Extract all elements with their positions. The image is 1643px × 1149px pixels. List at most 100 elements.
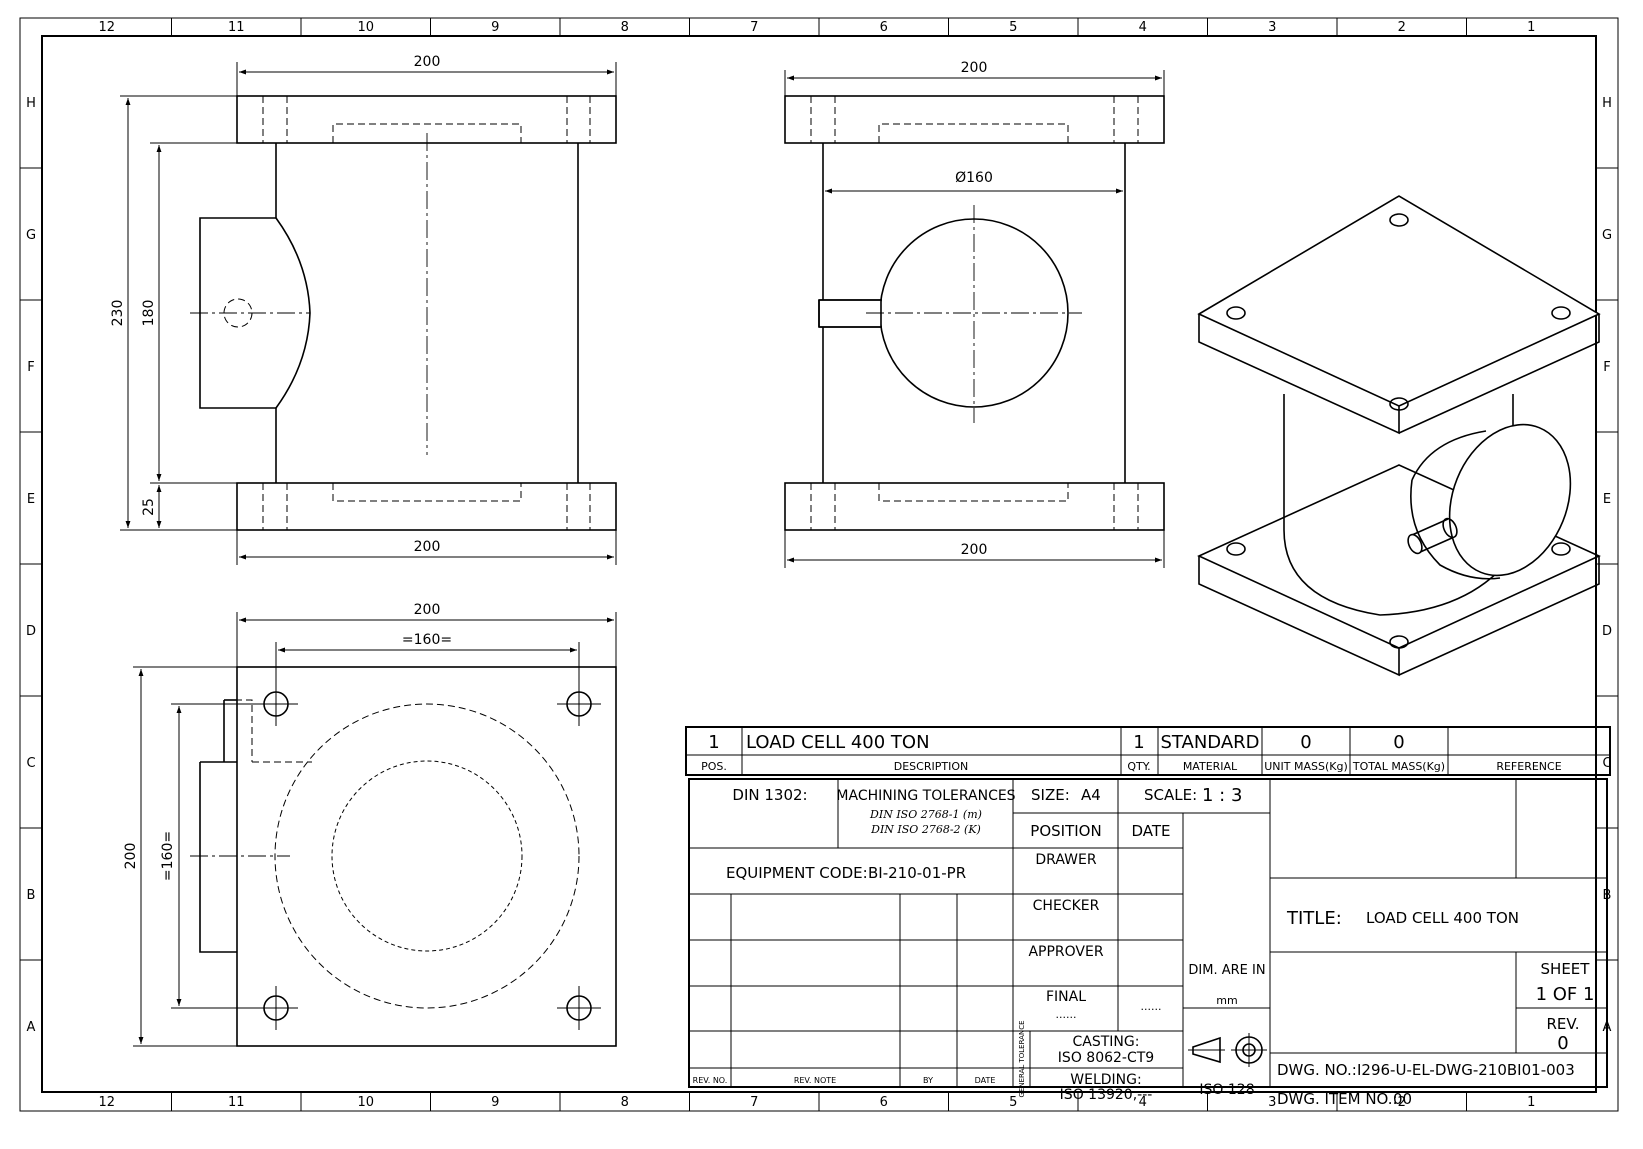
zone-column-label: 11 [228, 20, 245, 35]
zone-column-label: 9 [491, 1095, 499, 1110]
zone-column-label: 7 [750, 20, 758, 35]
zone-row-label: F [1603, 360, 1610, 375]
parts-header-qty: QTY. [1127, 760, 1150, 773]
dim-plan-hole-spacing-y: =160= [160, 831, 176, 881]
zone-row-label: H [1602, 96, 1612, 111]
zone-row-label: C [1602, 756, 1611, 771]
dim-front-top-width: 200 [414, 54, 441, 70]
dim-side-diameter: Ø160 [955, 170, 993, 186]
isometric-view [1197, 195, 1601, 677]
dim-plan-hole-spacing-x: =160= [402, 632, 452, 648]
tb-sheet-value: 1 OF 1 [1536, 984, 1595, 1005]
tb-rev-no: REV. NO. [693, 1076, 728, 1085]
zone-row-label: G [26, 228, 36, 243]
tb-sheet-label: SHEET [1541, 960, 1591, 978]
tb-casting-label: CASTING: [1073, 1034, 1140, 1050]
parts-pos-value: 1 [708, 732, 719, 753]
tb-tolerance-1: DIN ISO 2768-1 (m) [869, 808, 982, 821]
zone-column-label: 8 [621, 1095, 629, 1110]
tb-approver: APPROVER [1028, 944, 1103, 960]
zone-column-label: 3 [1268, 20, 1276, 35]
zone-column-label: 12 [98, 1095, 115, 1110]
tb-welding: ISO 13920,--- [1060, 1087, 1153, 1103]
iso-bolt-holes [1226, 213, 1571, 649]
zone-row-label: H [26, 96, 36, 111]
dim-side-top-width: 200 [961, 60, 988, 76]
tb-dwg-no: I296-U-EL-DWG-210BI01-003 [1357, 1061, 1575, 1079]
plan-view: 200 =160= 200 =160= [123, 602, 617, 1047]
parts-qty-value: 1 [1133, 732, 1144, 753]
zone-column-label: 11 [228, 1095, 245, 1110]
tb-scale-value: 1 : 3 [1202, 785, 1242, 806]
zone-column-label: 12 [98, 20, 115, 35]
tb-rev-note: REV. NOTE [794, 1076, 836, 1085]
zone-column-label: 7 [750, 1095, 758, 1110]
zone-column-label: 6 [880, 1095, 888, 1110]
tb-size-label: SIZE: [1031, 786, 1070, 804]
tb-title-label: TITLE: [1286, 908, 1342, 929]
zone-column-label: 5 [1009, 1095, 1017, 1110]
parts-header-total-mass: TOTAL MASS(Kg) [1352, 760, 1445, 773]
tb-tolerance-2: DIN ISO 2768-2 (K) [870, 823, 981, 836]
zone-row-label: E [27, 492, 35, 507]
tb-dwg-item-label: DWG. ITEM NO.: [1277, 1090, 1398, 1108]
first-angle-projection-icon [1188, 1033, 1267, 1067]
tb-machining-tolerances: MACHINING TOLERANCES [836, 788, 1015, 804]
zone-column-label: 3 [1268, 1095, 1276, 1110]
zone-row-label: D [26, 624, 36, 639]
zone-column-label: 4 [1139, 20, 1147, 35]
tb-final-date-dots: ...... [1141, 1000, 1162, 1013]
tb-equipment-code-label: EQUIPMENT CODE: [726, 864, 868, 882]
zone-row-label: G [1602, 228, 1612, 243]
tb-size-value: A4 [1081, 786, 1101, 804]
zone-column-label: 2 [1398, 1095, 1406, 1110]
zone-column-label: 1 [1527, 1095, 1535, 1110]
zone-grid-ticks [20, 18, 1618, 1111]
tb-scale-label: SCALE: [1144, 786, 1197, 804]
tb-dwg-item: 00 [1393, 1090, 1412, 1108]
tb-rev-value: 0 [1557, 1033, 1568, 1054]
tb-dim-unit: mm [1216, 994, 1237, 1007]
tb-by: BY [923, 1076, 933, 1085]
tb-general-tolerance: GENERAL TOLERANCE [1018, 1020, 1026, 1097]
zone-column-label: 10 [357, 1095, 374, 1110]
tb-position: POSITION [1030, 822, 1101, 840]
front-view: 200 200 230 180 25 [110, 54, 617, 565]
tb-checker: CHECKER [1033, 898, 1100, 914]
side-view: 200 Ø160 200 [784, 60, 1165, 568]
dim-front-bottom-width: 200 [414, 539, 441, 555]
tb-rev-date: DATE [975, 1076, 996, 1085]
tb-equipment-code: BI-210-01-PR [868, 864, 966, 882]
parts-header-material: MATERIAL [1183, 760, 1238, 773]
plan-bolt-holes [254, 682, 601, 1030]
zone-column-label: 10 [357, 20, 374, 35]
dim-front-overall-height: 230 [110, 300, 126, 327]
parts-header-unit-mass: UNIT MASS(Kg) [1264, 760, 1348, 773]
zone-column-label: 5 [1009, 20, 1017, 35]
tb-rev-label: REV. [1547, 1015, 1580, 1033]
tb-dwg-no-label: DWG. NO.: [1277, 1061, 1357, 1079]
parts-header-reference: REFERENCE [1496, 760, 1561, 773]
tb-dim-are-in: DIM. ARE IN [1188, 963, 1265, 978]
parts-total-mass-value: 0 [1393, 732, 1404, 753]
tb-title: LOAD CELL 400 TON [1366, 909, 1519, 927]
tb-casting: ISO 8062-CT9 [1058, 1050, 1154, 1066]
dim-plan-width: 200 [414, 602, 441, 618]
parts-unit-mass-value: 0 [1300, 732, 1311, 753]
tb-date: DATE [1131, 822, 1170, 840]
zone-column-label: 1 [1527, 20, 1535, 35]
tb-din: DIN 1302: [732, 786, 807, 804]
tb-drawer: DRAWER [1035, 852, 1096, 868]
zone-row-label: C [26, 756, 35, 771]
title-block: DIN 1302: MACHINING TOLERANCES DIN ISO 2… [688, 778, 1608, 1108]
parts-header-pos: POS. [701, 760, 727, 773]
dim-side-bottom-width: 200 [961, 542, 988, 558]
dim-plan-height: 200 [123, 843, 139, 870]
zone-column-label: 2 [1398, 20, 1406, 35]
zone-row-label: A [27, 1020, 36, 1035]
